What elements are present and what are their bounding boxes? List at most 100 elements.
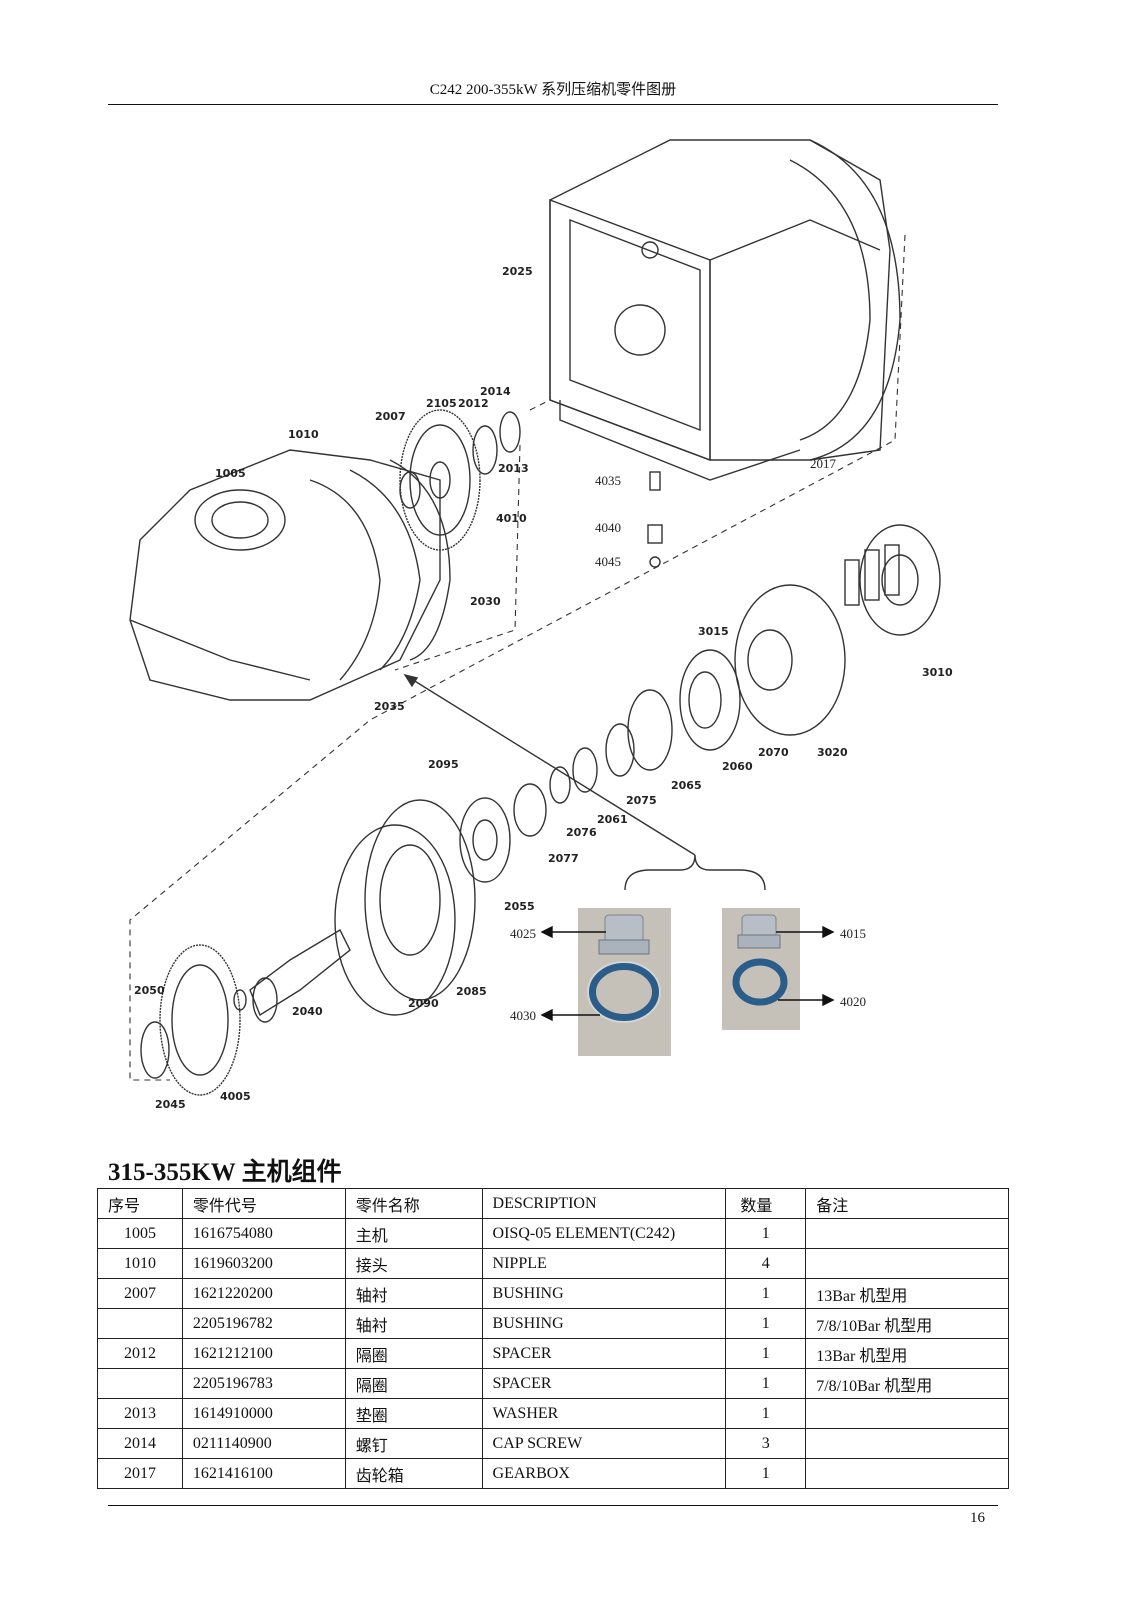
- callout-2065: 2065: [671, 779, 702, 792]
- cell-part-code: 1621220200: [181, 1278, 346, 1309]
- seal-2075: [605, 723, 635, 777]
- shaft-2040: [233, 929, 351, 1023]
- callout-4045: 4045: [595, 554, 621, 569]
- cell-part-code: 0211140900: [181, 1428, 346, 1459]
- callout-3010: 3010: [922, 666, 953, 679]
- diagram-svg: 2025 2017 2014 2105 2012 2007 1010 1005 …: [129, 139, 953, 1111]
- bearing-2050: [140, 1021, 170, 1079]
- callout-2030: 2030: [470, 595, 501, 608]
- cell-description: GEARBOX: [481, 1458, 727, 1489]
- cell-part-name: 主机: [344, 1218, 483, 1249]
- cell-description: BUSHING: [481, 1278, 727, 1309]
- callout-2007: 2007: [375, 410, 406, 423]
- cell-description: SPACER: [481, 1368, 727, 1399]
- ring-2061: [572, 747, 598, 793]
- cell-description: SPACER: [481, 1338, 727, 1369]
- cell-description: CAP SCREW: [481, 1428, 727, 1459]
- header-cell-remarks: 备注: [805, 1188, 1009, 1219]
- cell-quantity: 1: [725, 1398, 807, 1429]
- coupling-3010: [844, 524, 941, 636]
- callout-1005: 1005: [215, 467, 246, 480]
- cell-index: 2007: [97, 1278, 183, 1309]
- callout-2050: 2050: [134, 984, 165, 997]
- callout-2095: 2095: [428, 758, 459, 771]
- cell-part-name: 隔圈: [344, 1338, 483, 1369]
- cell-quantity: 1: [725, 1368, 807, 1399]
- footer-rule: [108, 1505, 998, 1506]
- cell-index: 1010: [97, 1248, 183, 1279]
- cell-part-code: 1614910000: [181, 1398, 346, 1429]
- cell-quantity: 1: [725, 1458, 807, 1489]
- cell-part-name: 隔圈: [344, 1368, 483, 1399]
- callout-3020: 3020: [817, 746, 848, 759]
- callout-4025: 4025: [510, 926, 536, 941]
- callout-2061: 2061: [597, 813, 628, 826]
- callout-2070: 2070: [758, 746, 789, 759]
- photo-4025-4030: [578, 908, 671, 1056]
- cell-description: BUSHING: [481, 1308, 727, 1339]
- callout-2105: 2105: [426, 397, 457, 410]
- callout-2025: 2025: [502, 265, 533, 278]
- cover-2090: [334, 799, 476, 1016]
- page-number: 16: [970, 1510, 985, 1526]
- brace: [624, 854, 766, 891]
- cell-part-code: 1619603200: [181, 1248, 346, 1279]
- seal-housing-2060: [679, 649, 741, 751]
- cell-quantity: 1: [725, 1338, 807, 1369]
- cell-quantity: 1: [725, 1218, 807, 1249]
- cell-part-code: 1616754080: [181, 1218, 346, 1249]
- callout-3015: 3015: [698, 625, 729, 638]
- bearing-2055: [459, 797, 511, 883]
- cell-remarks: 7/8/10Bar 机型用: [805, 1368, 1009, 1399]
- cell-description: OISQ-05 ELEMENT(C242): [481, 1218, 727, 1249]
- cell-index: 1005: [97, 1218, 183, 1249]
- cell-description: NIPPLE: [481, 1248, 727, 1279]
- cell-part-name: 轴衬: [344, 1308, 483, 1339]
- callout-2014: 2014: [480, 385, 511, 398]
- callout-2090: 2090: [408, 997, 439, 1010]
- exploded-parts-diagram: 2025 2017 2014 2105 2012 2007 1010 1005 …: [110, 120, 1010, 1140]
- callout-2055: 2055: [504, 900, 535, 913]
- callout-2076: 2076: [566, 826, 597, 839]
- callout-4015: 4015: [840, 926, 866, 941]
- ring-2076: [549, 766, 571, 804]
- callout-2012: 2012: [458, 397, 489, 410]
- callout-1010: 1010: [288, 428, 319, 441]
- table-header-row: 序号 零件代号 零件名称 DESCRIPTION 数量 备注: [97, 1188, 1009, 1219]
- cell-part-name: 齿轮箱: [344, 1458, 483, 1489]
- valve-stack: [647, 471, 663, 568]
- cell-remarks: [805, 1458, 1009, 1489]
- gear-4005: [159, 944, 241, 1096]
- section-title: 315-355KW 主机组件: [108, 1159, 342, 1186]
- callout-2017: 2017: [810, 456, 837, 471]
- cell-quantity: 4: [725, 1248, 807, 1279]
- header-cell-part-name: 零件名称: [344, 1188, 483, 1219]
- compressor-element: [129, 449, 451, 701]
- cell-remarks: [805, 1398, 1009, 1429]
- callout-4010: 4010: [496, 512, 527, 525]
- cell-index: 2013: [97, 1398, 183, 1429]
- arrow-head: [403, 673, 419, 688]
- header-cell-quantity: 数量: [725, 1188, 807, 1219]
- callout-4030: 4030: [510, 1008, 536, 1023]
- photo-4015-4020: [722, 908, 800, 1030]
- cell-remarks: [805, 1218, 1009, 1249]
- callout-2060: 2060: [722, 760, 753, 773]
- cell-part-name: 轴衬: [344, 1278, 483, 1309]
- arrow-line: [404, 674, 696, 856]
- header-cell-part-code: 零件代号: [181, 1188, 346, 1219]
- bushing-2007: [399, 471, 421, 509]
- ring-2012: [472, 425, 498, 475]
- cell-remarks: [805, 1248, 1009, 1279]
- cell-index: [97, 1308, 183, 1339]
- cell-description: WASHER: [481, 1398, 727, 1429]
- assembly-lines: [129, 234, 906, 1081]
